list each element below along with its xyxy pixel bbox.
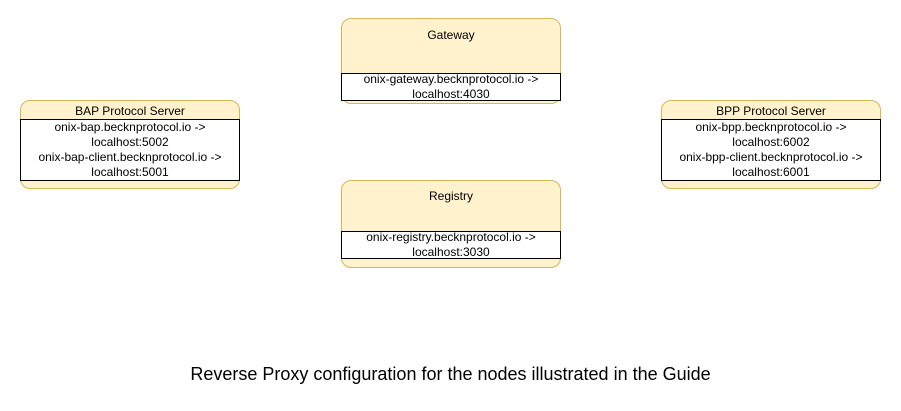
proxy-mapping-box: onix-bap.becknprotocol.io -> localhost:5… bbox=[20, 119, 240, 181]
proxy-mapping-line: onix-gateway.becknprotocol.io -> bbox=[363, 72, 539, 86]
node-gateway[interactable]: Gateway onix-gateway.becknprotocol.io ->… bbox=[341, 18, 561, 104]
proxy-mapping-box: onix-gateway.becknprotocol.io -> localho… bbox=[341, 72, 561, 101]
node-title: BPP Protocol Server bbox=[716, 104, 826, 118]
node-title: Registry bbox=[428, 189, 473, 203]
proxy-mapping-line: localhost:5002 bbox=[91, 135, 169, 149]
proxy-mapping-box: onix-registry.becknprotocol.io -> localh… bbox=[341, 230, 561, 259]
proxy-mapping-line: onix-bpp.becknprotocol.io -> bbox=[695, 120, 847, 134]
proxy-mapping-line: onix-registry.becknprotocol.io -> bbox=[366, 230, 536, 244]
node-bap-protocol-server[interactable]: BAP Protocol Server onix-bap.becknprotoc… bbox=[20, 100, 240, 189]
node-title: Gateway bbox=[427, 28, 475, 42]
node-title: BAP Protocol Server bbox=[75, 104, 185, 118]
proxy-mapping-line: localhost:3030 bbox=[412, 245, 490, 259]
proxy-mapping-line: onix-bap-client.becknprotocol.io -> bbox=[38, 150, 222, 164]
proxy-mapping-line: onix-bap.becknprotocol.io -> bbox=[54, 120, 206, 134]
proxy-mapping-line: localhost:5001 bbox=[91, 165, 169, 179]
diagram-caption: Reverse Proxy configuration for the node… bbox=[190, 364, 711, 384]
proxy-mapping-line: localhost:6001 bbox=[732, 165, 810, 179]
proxy-mapping-box: onix-bpp.becknprotocol.io -> localhost:6… bbox=[661, 119, 881, 181]
proxy-mapping-line: localhost:6002 bbox=[732, 135, 810, 149]
node-registry[interactable]: Registry onix-registry.becknprotocol.io … bbox=[341, 180, 561, 268]
proxy-mapping-line: localhost:4030 bbox=[412, 87, 490, 101]
proxy-mapping-line: onix-bpp-client.becknprotocol.io -> bbox=[679, 150, 863, 164]
node-bpp-protocol-server[interactable]: BPP Protocol Server onix-bpp.becknprotoc… bbox=[661, 100, 881, 189]
